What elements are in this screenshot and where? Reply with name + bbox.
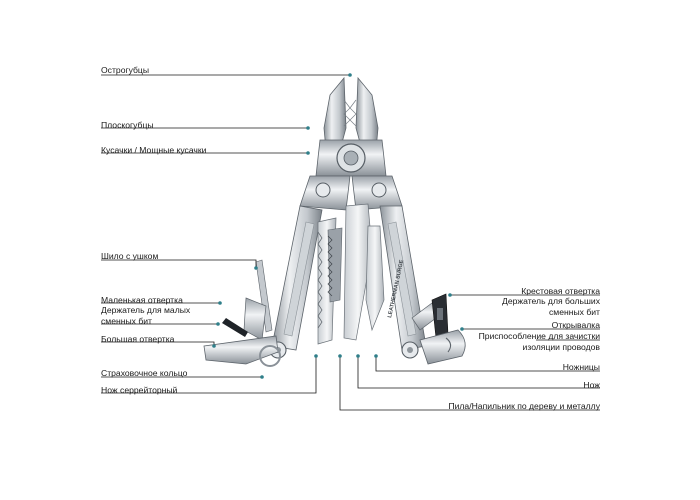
label-serrated-knife: Нож серрейторный bbox=[101, 385, 178, 395]
bit-tip bbox=[437, 308, 443, 320]
left-side-tools bbox=[203, 259, 281, 367]
leader-knife-arrowhead bbox=[356, 354, 360, 358]
pivot-screw-inner bbox=[343, 150, 359, 166]
tool-shoulders bbox=[299, 175, 403, 211]
label-bottle-opener: Открывалка bbox=[551, 320, 600, 330]
bottle-opener-hook bbox=[445, 337, 452, 353]
leader-small-bit-holder-arrowhead bbox=[216, 322, 220, 326]
shoulder-rivet-right bbox=[371, 182, 387, 198]
shoulder-rivet-left bbox=[315, 182, 331, 198]
jaw-left bbox=[323, 76, 347, 151]
label-lanyard-ring: Страховочное кольцо bbox=[101, 368, 188, 378]
leader-saw-file bbox=[339, 356, 600, 411]
leader-awl-arrowhead bbox=[254, 266, 258, 270]
label-needlenose-pliers: Острогубцы bbox=[101, 65, 150, 75]
leader-needlenose-arrowhead bbox=[348, 73, 352, 77]
pliers-jaws bbox=[315, 76, 387, 177]
label-phillips-screwdriver: Крестовая отвертка bbox=[521, 286, 600, 296]
bottle-opener bbox=[419, 329, 466, 365]
leader-saw-file-arrowhead bbox=[338, 354, 342, 358]
leader-serrated-knife bbox=[101, 356, 317, 394]
label-large-bit-holder: Держатель для больших сменных бит bbox=[502, 296, 600, 317]
label-small-bit-holder: Держатель для малых сменных бит bbox=[101, 305, 191, 326]
main-knife-blade bbox=[343, 203, 373, 341]
jaw-right bbox=[355, 76, 379, 151]
jaw-teeth bbox=[343, 99, 357, 127]
leader-lines bbox=[101, 73, 600, 411]
label-large-screwdriver: Большая отвертка bbox=[101, 334, 175, 344]
left-handle bbox=[269, 205, 323, 359]
label-knife: Нож bbox=[583, 380, 600, 390]
center-blades bbox=[317, 203, 385, 345]
leader-large-screwdriver-arrowhead bbox=[212, 344, 216, 348]
right-handle-channel bbox=[387, 221, 417, 337]
leader-small-screwdriver-arrowhead bbox=[218, 301, 222, 305]
right-side-tools bbox=[411, 293, 466, 365]
saw-blade bbox=[327, 227, 343, 303]
saw-teeth bbox=[327, 235, 333, 297]
right-handle: LEATHERMAN SURGE bbox=[379, 205, 427, 359]
leader-scissors-arrowhead bbox=[374, 354, 378, 358]
label-awl: Шило с ушком bbox=[101, 251, 159, 261]
leader-serrated-knife-arrowhead bbox=[314, 354, 318, 358]
leader-lanyard-ring-arrowhead bbox=[260, 375, 264, 379]
left-handle-channel bbox=[283, 221, 315, 337]
label-wire-cutters: Кусачки / Мощные кусачки bbox=[101, 145, 207, 155]
label-scissors: Ножницы bbox=[562, 362, 600, 372]
label-regular-pliers: Плоскогубцы bbox=[101, 120, 154, 130]
label-saw-file: Пила/Напильник по дереву и металлу bbox=[448, 401, 600, 411]
leader-knife bbox=[357, 356, 600, 389]
leader-regular-pliers-arrowhead bbox=[306, 126, 310, 130]
leader-phillips-arrowhead bbox=[448, 293, 452, 297]
serration bbox=[317, 231, 323, 329]
leader-scissors bbox=[375, 356, 600, 372]
scissors-blades bbox=[365, 225, 385, 332]
large-screwdriver bbox=[203, 335, 279, 365]
label-small-screwdriver: Маленькая отвертка bbox=[101, 295, 183, 305]
leader-bottle-opener-arrowhead bbox=[460, 327, 464, 331]
lanyard-ring bbox=[259, 345, 281, 367]
label-wire-stripper: Приспособление для зачистки изоляции про… bbox=[478, 331, 600, 352]
leader-awl bbox=[101, 259, 257, 268]
small-bit bbox=[222, 318, 248, 337]
leader-wire-cutters-arrowhead bbox=[306, 151, 310, 155]
